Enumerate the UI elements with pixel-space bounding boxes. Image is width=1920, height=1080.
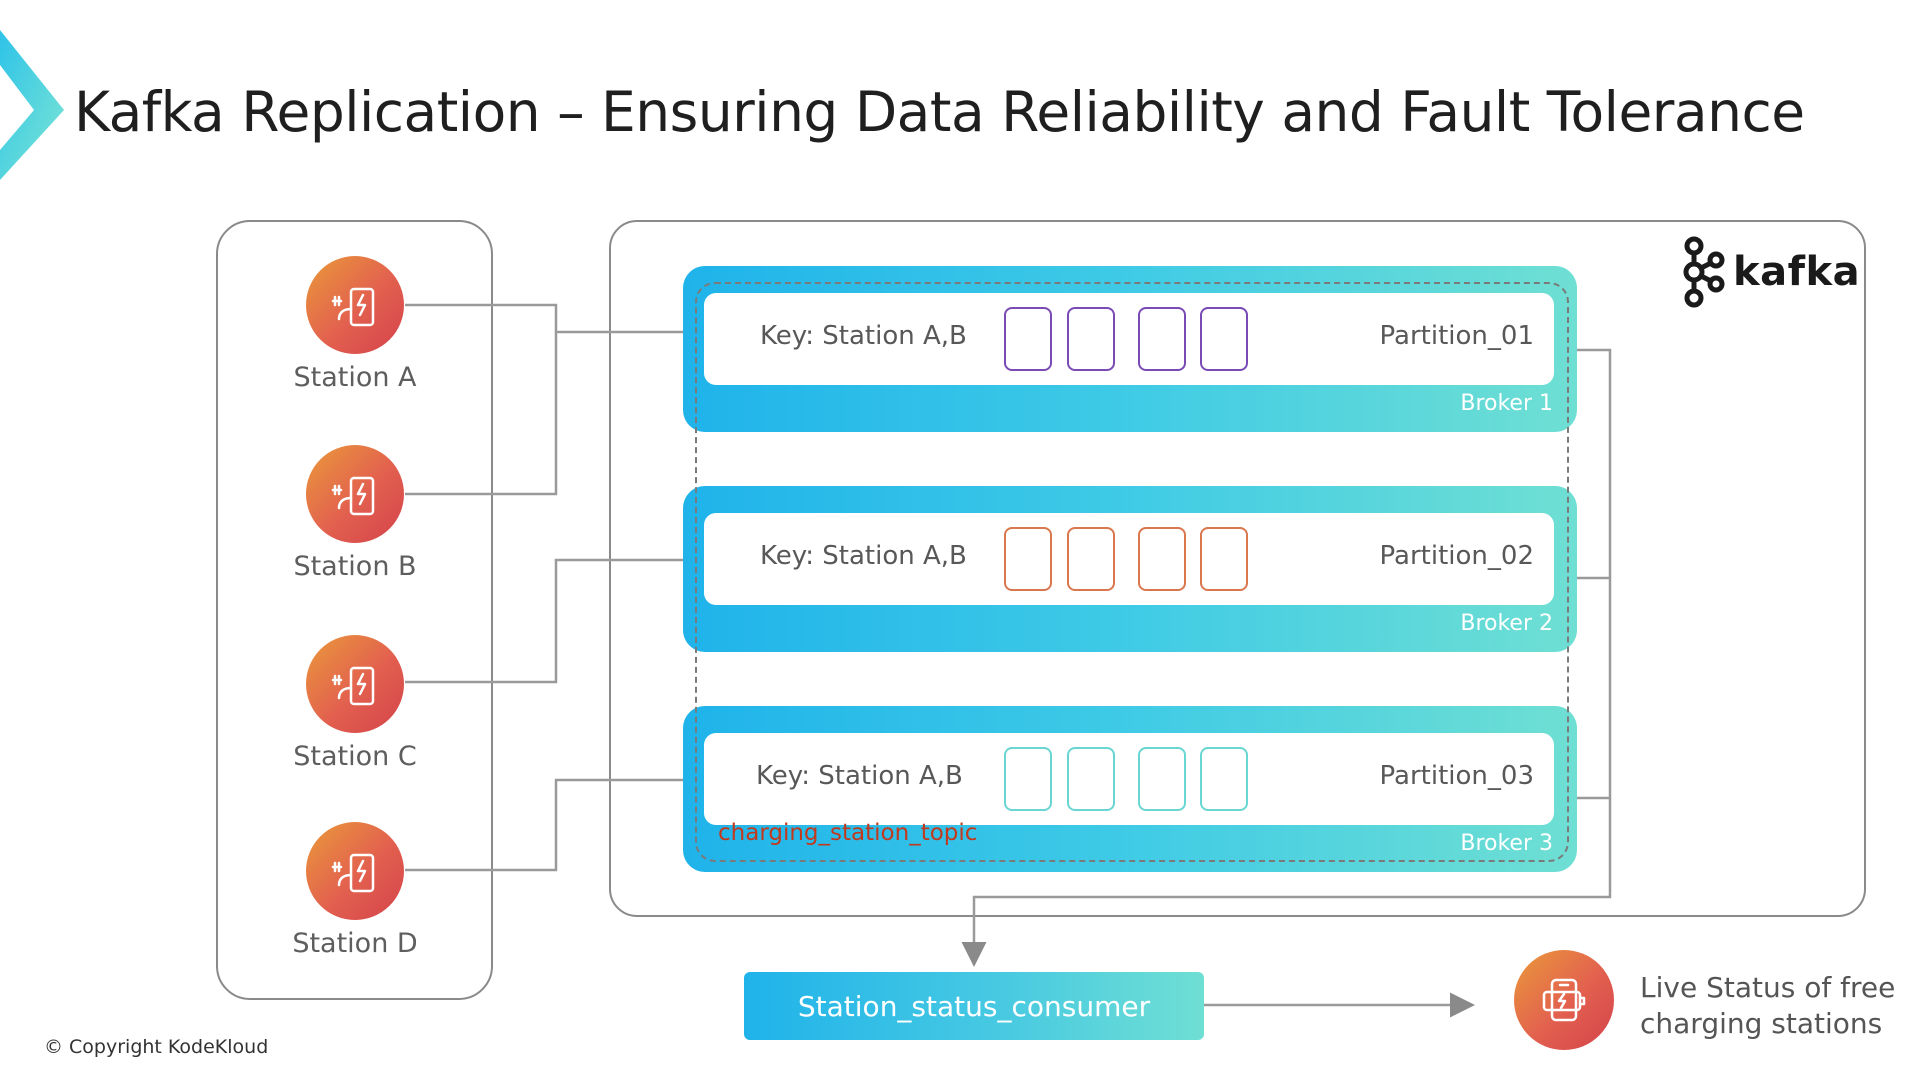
mobile-status-icon [1514,950,1614,1050]
message-slot [1004,747,1052,811]
partition-key: Key: Station A,B [756,761,963,791]
kafka-wordmark: kafka [1733,249,1861,295]
station-a: Station A [255,256,455,393]
partition-name: Partition_01 [1379,321,1534,351]
broker-3: Key: Station A,B Partition_03 Broker 3 [683,706,1577,872]
stations-panel [216,220,493,1000]
station-label: Station C [293,741,417,772]
partition-name: Partition_02 [1379,541,1534,571]
message-slot [1200,747,1248,811]
live-status-text: Live Status of free charging stations [1640,970,1895,1042]
topic-outline [695,282,1569,862]
message-slot [1200,307,1248,371]
message-slot [1067,527,1115,591]
message-slot [1138,747,1186,811]
message-slot [1138,527,1186,591]
message-slot [1067,747,1115,811]
message-slot [1138,307,1186,371]
consumer-box: Station_status_consumer [744,972,1204,1040]
kafka-logo: kafka [1681,236,1860,308]
partition-box: Key: Station A,B Partition_02 [704,513,1554,605]
live-status-line1: Live Status of free [1640,971,1896,1004]
message-slot [1067,307,1115,371]
station-d: Station D [255,822,455,959]
station-label: Station A [293,362,417,393]
charging-station-icon [306,445,404,543]
station-label: Station B [293,551,417,582]
broker-label: Broker 3 [1460,831,1553,856]
chevron-logo-icon [0,30,64,180]
message-slot [1200,527,1248,591]
broker-label: Broker 1 [1460,391,1553,416]
live-status-line2: charging stations [1640,1007,1883,1040]
broker-label: Broker 2 [1460,611,1553,636]
kafka-cluster-panel [609,220,1866,917]
broker-1: Key: Station A,B Partition_01 Broker 1 [683,266,1577,432]
charging-station-icon [306,635,404,733]
partition-box: Key: Station A,B Partition_03 [704,733,1554,825]
charging-station-icon [306,822,404,920]
station-b: Station B [255,445,455,582]
partition-key: Key: Station A,B [760,321,967,351]
station-label: Station D [292,928,418,959]
partition-box: Key: Station A,B Partition_01 [704,293,1554,385]
topic-label: charging_station_topic [718,820,978,846]
charging-station-icon [306,256,404,354]
copyright: © Copyright KodeKloud [44,1036,269,1058]
station-c: Station C [255,635,455,772]
page-title: Kafka Replication – Ensuring Data Reliab… [74,80,1805,144]
broker-2: Key: Station A,B Partition_02 Broker 2 [683,486,1577,652]
message-slot [1004,527,1052,591]
partition-key: Key: Station A,B [760,541,967,571]
message-slot [1004,307,1052,371]
partition-name: Partition_03 [1379,761,1534,791]
kafka-icon [1683,236,1725,308]
